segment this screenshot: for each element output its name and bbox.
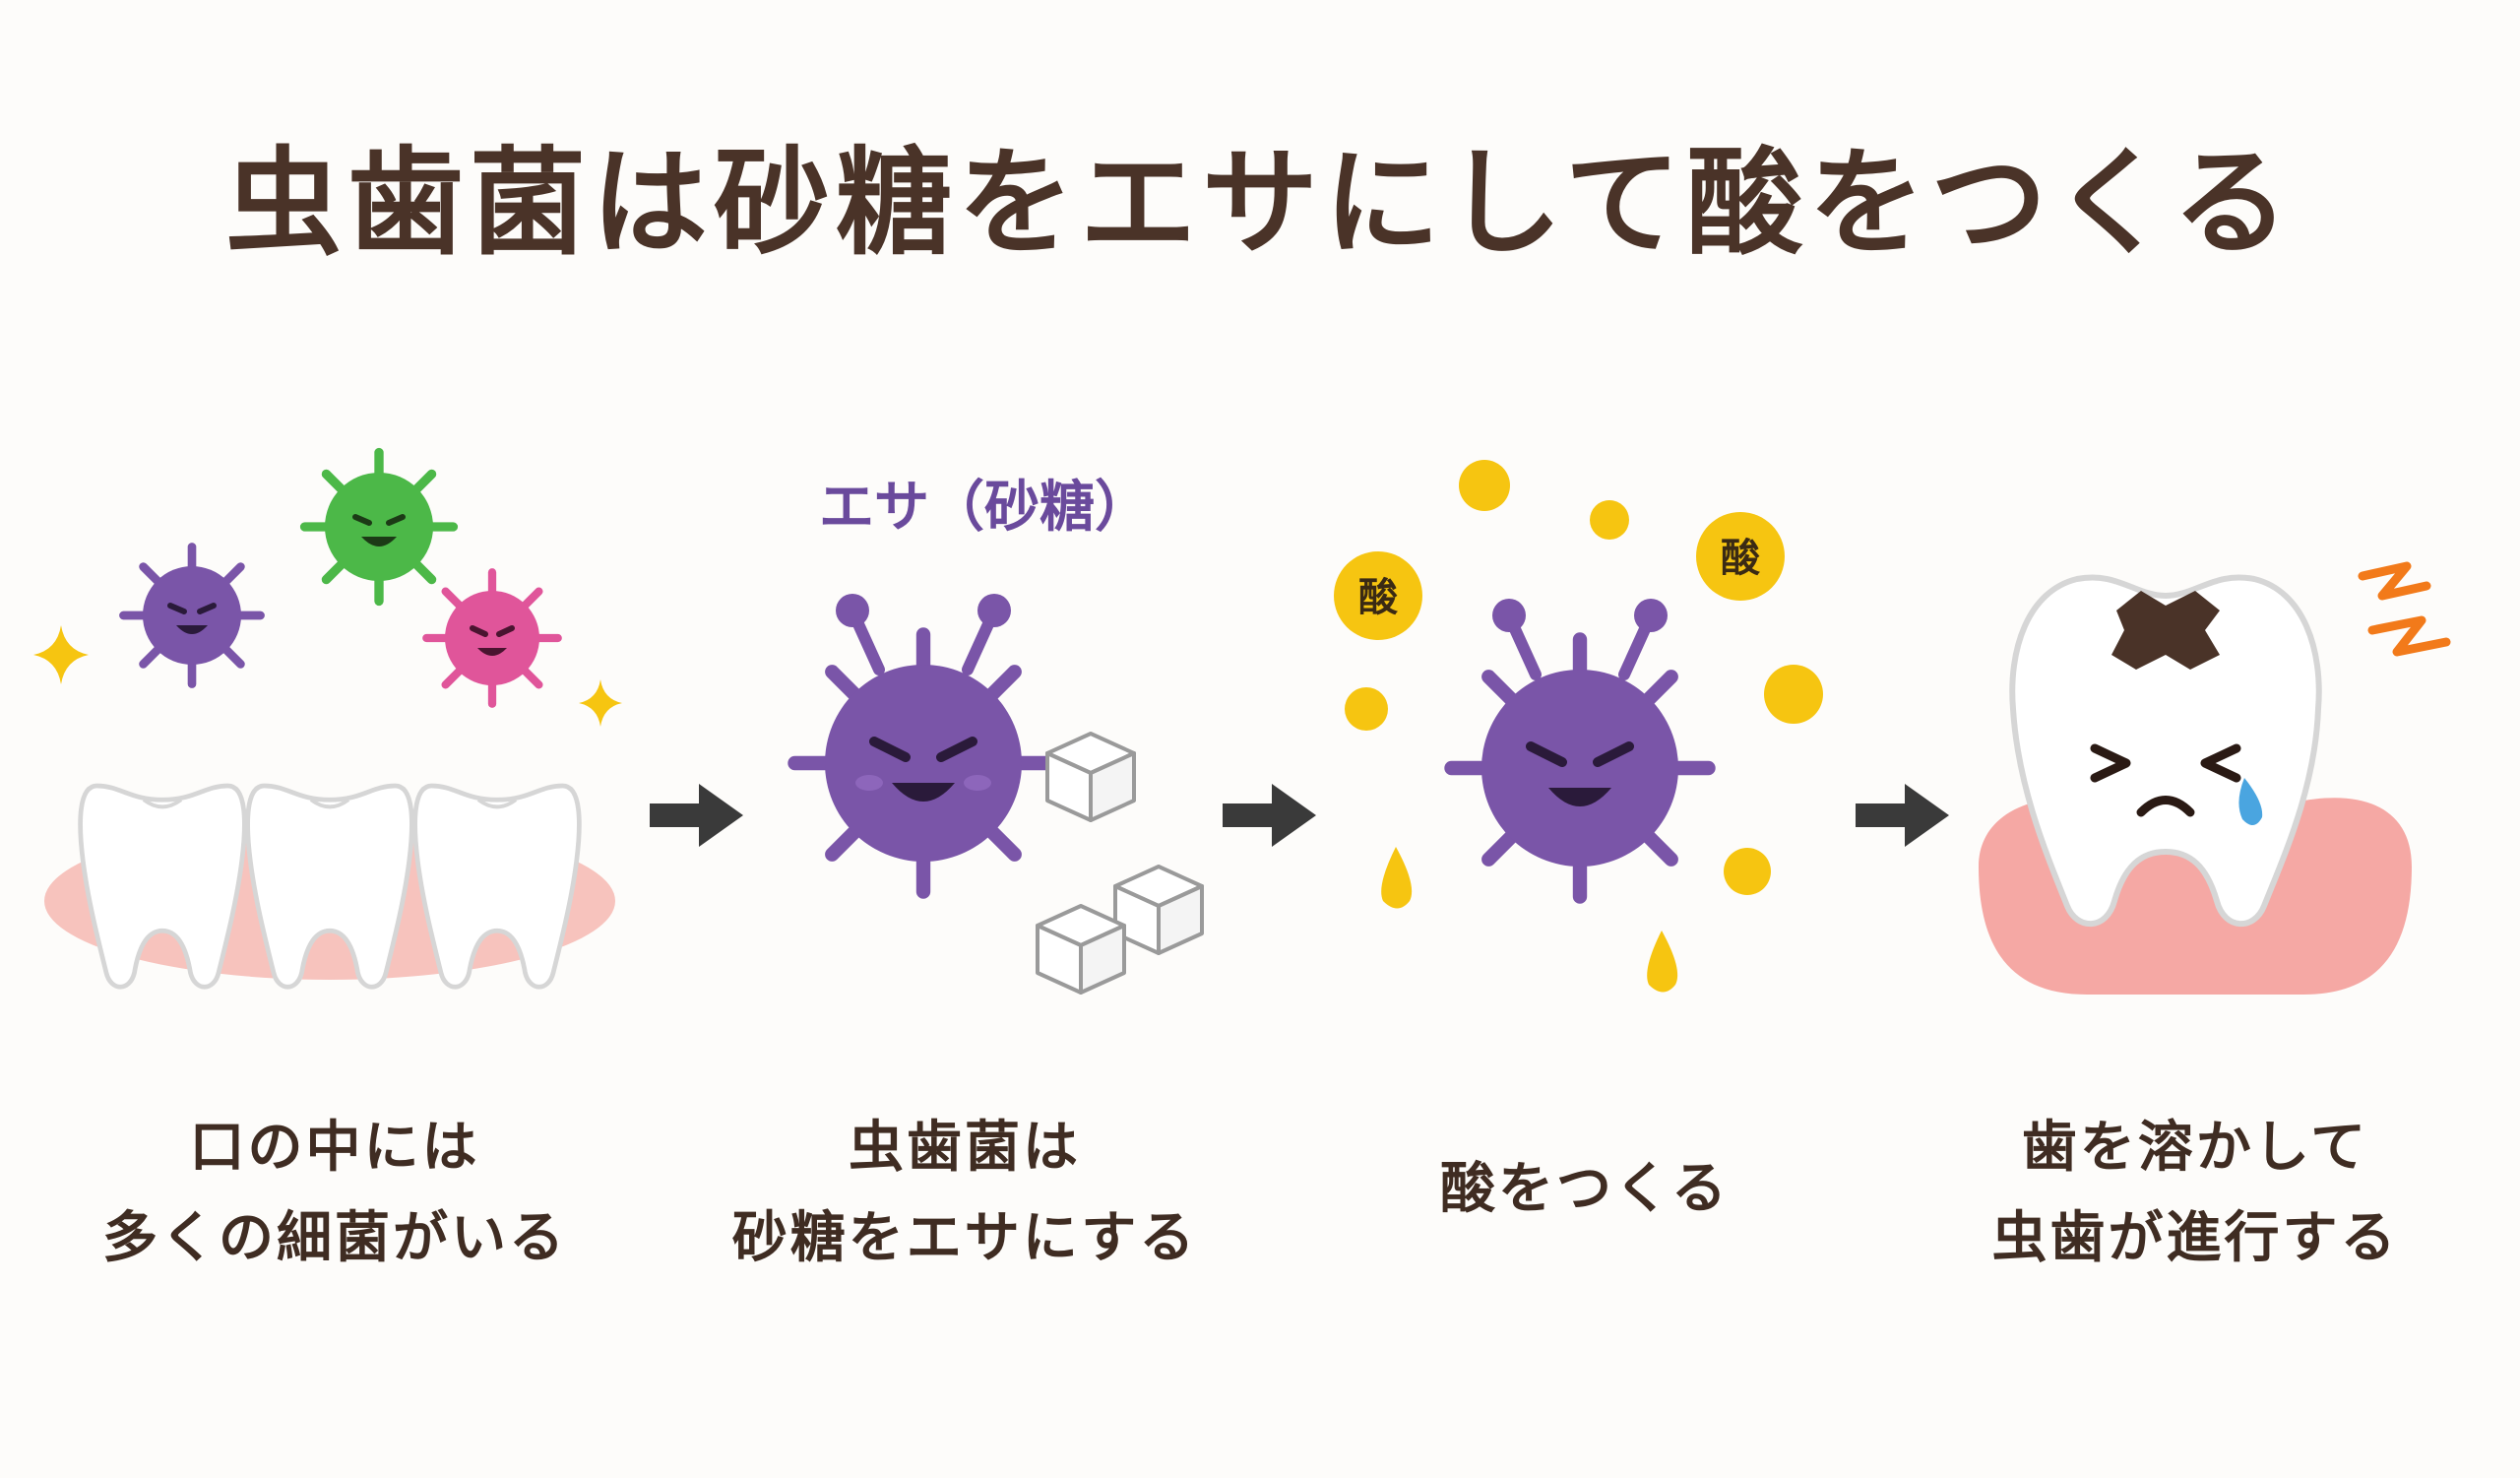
acid-drop <box>1590 500 1629 540</box>
sparkle-left-icon <box>33 625 89 684</box>
step-2-caption: 虫歯菌は 砂糖をエサにする <box>719 1103 1211 1284</box>
acid-droplet-icon <box>1381 847 1413 909</box>
sugar-cube-3-icon <box>1036 904 1126 995</box>
acid-drop <box>1724 848 1771 895</box>
bacteria-purple-large <box>795 594 1052 892</box>
sugar-cube-2-icon <box>1113 865 1204 955</box>
acid-drop <box>1459 460 1510 511</box>
acid-badge-left: 酸 <box>1334 551 1422 640</box>
acid-drop <box>1764 665 1823 724</box>
step-4-caption: 歯を溶かして 虫歯が進行する <box>1949 1103 2441 1284</box>
tear-icon <box>2238 778 2263 826</box>
pain-mark-icon <box>2367 615 2451 657</box>
sparkle-right-icon <box>579 679 622 727</box>
acid-droplet-icon <box>1647 931 1678 993</box>
arrow-3-icon <box>1856 784 1949 847</box>
tooth-eye-left <box>2090 743 2131 783</box>
pain-mark-icon <box>2358 561 2431 601</box>
page-title: 虫歯菌は砂糖をエサにして酸をつくる <box>224 135 2296 271</box>
arrow-1-icon <box>650 784 743 847</box>
bacteria-pink <box>426 572 557 703</box>
step-2-line1: 虫歯菌は <box>849 1116 1081 1180</box>
step-1-caption: 口の中には 多くの細菌がいる <box>69 1103 600 1284</box>
tooth-eye-right <box>2200 743 2241 783</box>
step-1-line1: 口の中には <box>189 1116 480 1180</box>
step-1-line2: 多くの細菌がいる <box>102 1206 567 1270</box>
step-3-line1: 酸をつくる <box>1440 1157 1730 1221</box>
bacteria-purple-acid <box>1452 599 1709 897</box>
decayed-tooth <box>2009 574 2322 928</box>
step-4-line1: 歯を溶かして <box>2021 1116 2369 1180</box>
sugar-cube-1-icon <box>1045 732 1136 822</box>
acid-drop <box>1345 687 1388 731</box>
svg-text:酸: 酸 <box>1721 536 1761 581</box>
bacteria-purple-small <box>123 546 260 683</box>
bacteria-green <box>305 453 454 602</box>
step-4-line2: 虫歯が進行する <box>1991 1206 2399 1270</box>
step3-illustration: 酸 酸 <box>1334 460 1823 993</box>
step1-illustration <box>33 453 622 988</box>
food-label: エサ（砂糖） <box>819 476 1150 540</box>
acid-badge-right: 酸 <box>1696 512 1785 601</box>
cavity-mark <box>2111 591 2220 670</box>
step2-illustration <box>795 594 1204 995</box>
step4-illustration <box>1979 561 2451 995</box>
step-3-caption: 酸をつくる <box>1358 1144 1811 1235</box>
step-2-line2: 砂糖をエサにする <box>731 1206 1198 1270</box>
svg-text:酸: 酸 <box>1358 575 1399 620</box>
tooth-mouth <box>2136 796 2195 817</box>
arrow-2-icon <box>1223 784 1316 847</box>
